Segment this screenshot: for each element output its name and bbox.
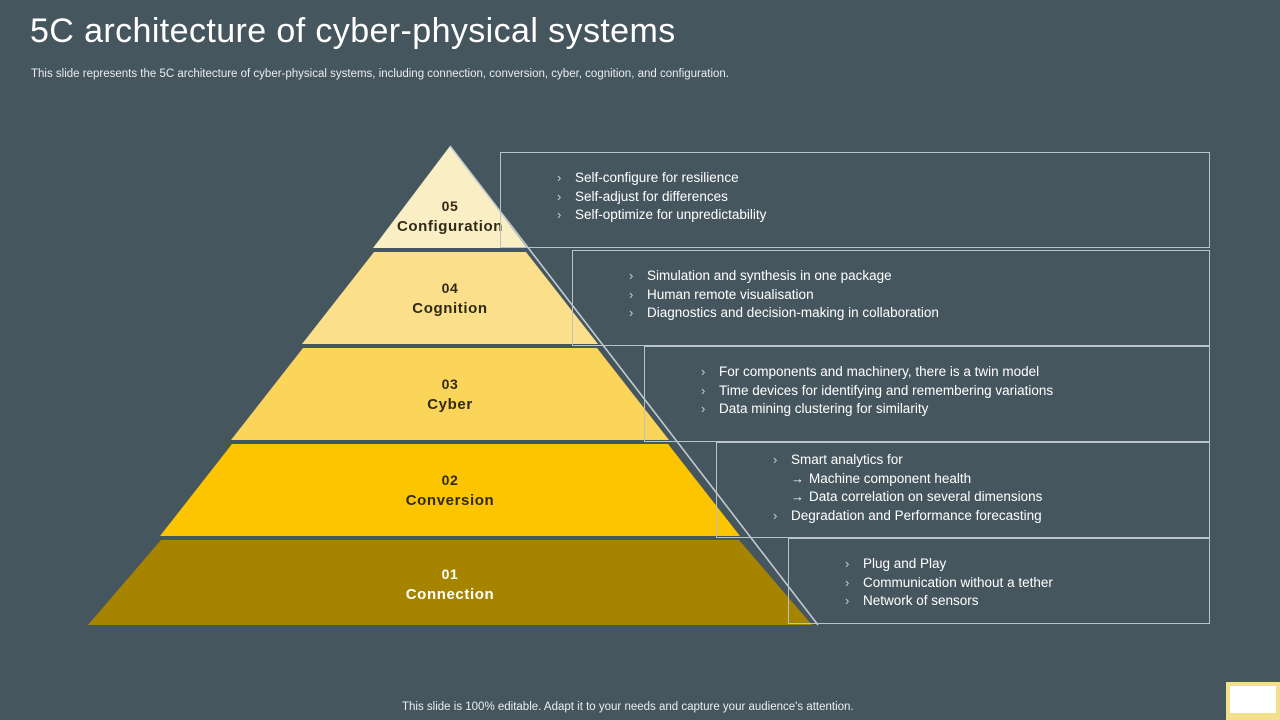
list-item: › Human remote visualisation	[629, 286, 1209, 305]
list-item-label: Simulation and synthesis in one package	[647, 268, 892, 283]
info-panel-02-list: › Smart analytics for → Machine componen…	[717, 443, 1209, 525]
list-item-label: Smart analytics for	[791, 452, 903, 467]
chevron-icon: ›	[701, 364, 706, 379]
list-item-label: Time devices for identifying and remembe…	[719, 382, 1054, 398]
footer-note: This slide is 100% editable. Adapt it to…	[402, 701, 854, 713]
list-item: › For components and machinery, there is…	[701, 363, 1209, 382]
page-title: 5C architecture of cyber-physical system…	[30, 12, 676, 50]
pyramid-level-04-shape[interactable]	[302, 252, 598, 344]
info-panel-05[interactable]: › Self-configure for resilience › Self-a…	[500, 152, 1210, 248]
list-item-label: Degradation and Performance forecasting	[791, 507, 1042, 523]
list-item-label: For components and machinery, there is a…	[719, 364, 1040, 379]
info-panel-03[interactable]: › For components and machinery, there is…	[644, 346, 1210, 442]
arrow-right-icon: →	[791, 470, 804, 486]
list-item: › Time devices for identifying and remem…	[701, 382, 1209, 401]
info-panel-03-list: › For components and machinery, there is…	[645, 347, 1209, 419]
list-item: › Communication without a tether	[845, 574, 1209, 593]
pyramid-level-02-shape[interactable]	[160, 444, 740, 536]
list-item-label: Diagnostics and decision-making in colla…	[647, 305, 939, 320]
chevron-icon: ›	[629, 286, 634, 302]
list-item: › Self-optimize for unpredictability	[557, 206, 1209, 225]
pyramid-level-03-shape[interactable]	[231, 348, 669, 440]
list-item: › Smart analytics for	[773, 451, 1209, 470]
chevron-icon: ›	[845, 556, 850, 571]
list-item-label: Communication without a tether	[863, 574, 1053, 590]
list-item-label: Machine component health	[809, 470, 972, 486]
list-item: › Self-configure for resilience	[557, 169, 1209, 188]
list-item-label: Self-adjust for differences	[575, 188, 728, 204]
chevron-icon: ›	[629, 268, 634, 283]
list-item-label: Network of sensors	[863, 593, 979, 608]
chevron-icon: ›	[557, 170, 562, 185]
list-item: › Diagnostics and decision-making in col…	[629, 304, 1209, 323]
list-item: → Machine component health	[773, 470, 1209, 489]
info-panel-02[interactable]: › Smart analytics for → Machine componen…	[716, 442, 1210, 538]
chevron-icon: ›	[557, 207, 562, 222]
list-item-label: Self-configure for resilience	[575, 170, 739, 185]
chevron-icon: ›	[701, 382, 706, 398]
pyramid-level-01-shape[interactable]	[88, 540, 812, 625]
list-item-label: Self-optimize for unpredictability	[575, 207, 767, 222]
list-item: › Simulation and synthesis in one packag…	[629, 267, 1209, 286]
list-item: › Data mining clustering for similarity	[701, 400, 1209, 419]
info-panel-05-list: › Self-configure for resilience › Self-a…	[501, 153, 1209, 225]
chevron-icon: ›	[773, 507, 778, 523]
info-panel-01-list: › Plug and Play › Communication without …	[789, 539, 1209, 611]
pyramid-right-edge	[449, 145, 819, 626]
chevron-icon: ›	[629, 305, 634, 320]
info-panel-01[interactable]: › Plug and Play › Communication without …	[788, 538, 1210, 624]
list-item-label: Plug and Play	[863, 556, 947, 571]
corner-marker-inner	[1230, 686, 1276, 713]
list-item: › Plug and Play	[845, 555, 1209, 574]
chevron-icon: ›	[845, 574, 850, 590]
corner-marker	[1226, 682, 1280, 720]
list-item: → Data correlation on several dimensions	[773, 488, 1209, 507]
info-panel-04-list: › Simulation and synthesis in one packag…	[573, 251, 1209, 323]
arrow-right-icon: →	[791, 489, 804, 504]
list-item: › Network of sensors	[845, 592, 1209, 611]
page-subtitle: This slide represents the 5C architectur…	[31, 68, 730, 80]
list-item-label: Human remote visualisation	[647, 286, 814, 302]
list-item: › Degradation and Performance forecastin…	[773, 507, 1209, 526]
info-panel-04[interactable]: › Simulation and synthesis in one packag…	[572, 250, 1210, 346]
chevron-icon: ›	[557, 188, 562, 204]
list-item-label: Data mining clustering for similarity	[719, 401, 929, 416]
list-item-label: Data correlation on several dimensions	[809, 489, 1043, 504]
pyramid-level-05-shape[interactable]	[373, 146, 527, 248]
list-item: › Self-adjust for differences	[557, 188, 1209, 207]
chevron-icon: ›	[701, 401, 706, 416]
chevron-icon: ›	[773, 452, 778, 467]
chevron-icon: ›	[845, 593, 850, 608]
